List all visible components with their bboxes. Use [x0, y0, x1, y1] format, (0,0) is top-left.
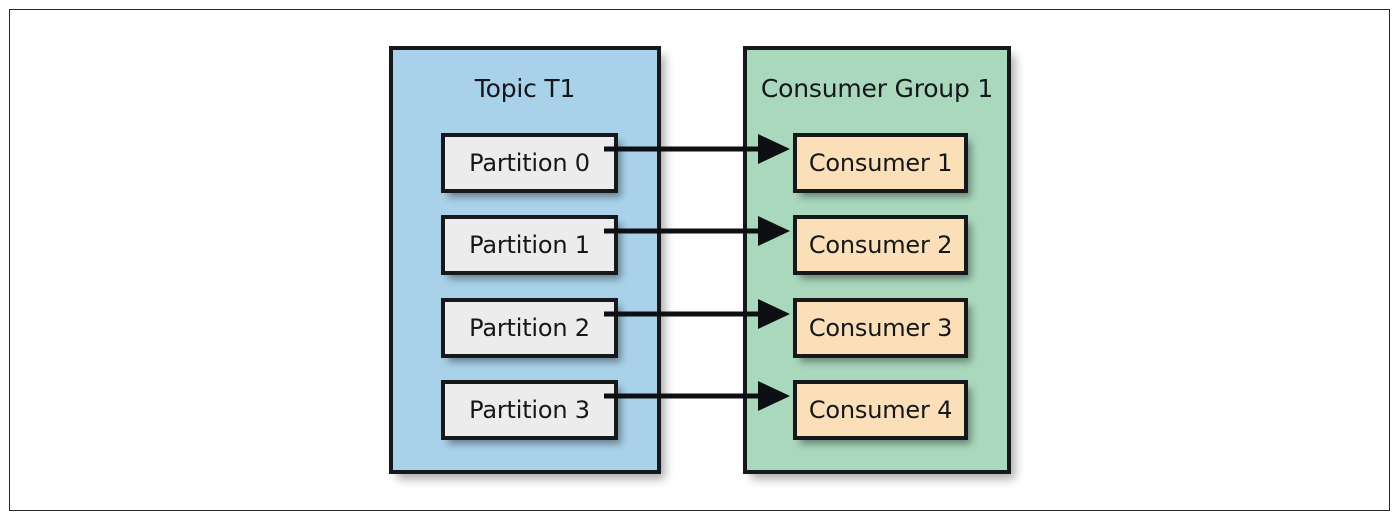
figure-frame: Topic T1 Partition 0 Partition 1 Partiti… [9, 9, 1390, 511]
partition-box-0[interactable]: Partition 0 [441, 133, 618, 193]
topic-group-container[interactable]: Topic T1 Partition 0 Partition 1 Partiti… [389, 46, 661, 474]
partition-box-1[interactable]: Partition 1 [441, 215, 618, 275]
consumer-box-1[interactable]: Consumer 2 [793, 215, 968, 275]
partition-label-1: Partition 1 [469, 231, 590, 259]
consumer-group-title: Consumer Group 1 [760, 74, 994, 103]
consumer-box-3[interactable]: Consumer 4 [793, 380, 968, 440]
consumer-label-0: Consumer 1 [808, 149, 953, 177]
consumer-group-container[interactable]: Consumer Group 1 Consumer 1 Consumer 2 C… [743, 46, 1011, 474]
consumer-label-2: Consumer 3 [808, 314, 953, 342]
consumer-box-2[interactable]: Consumer 3 [793, 298, 968, 358]
consumer-label-1: Consumer 2 [808, 231, 953, 259]
consumer-label-3: Consumer 4 [808, 396, 953, 424]
topic-group-title: Topic T1 [474, 74, 576, 103]
partition-box-2[interactable]: Partition 2 [441, 298, 618, 358]
consumer-box-0[interactable]: Consumer 1 [793, 133, 968, 193]
partition-label-2: Partition 2 [469, 314, 590, 342]
partition-box-3[interactable]: Partition 3 [441, 380, 618, 440]
partition-label-0: Partition 0 [469, 149, 590, 177]
partition-label-3: Partition 3 [469, 396, 590, 424]
